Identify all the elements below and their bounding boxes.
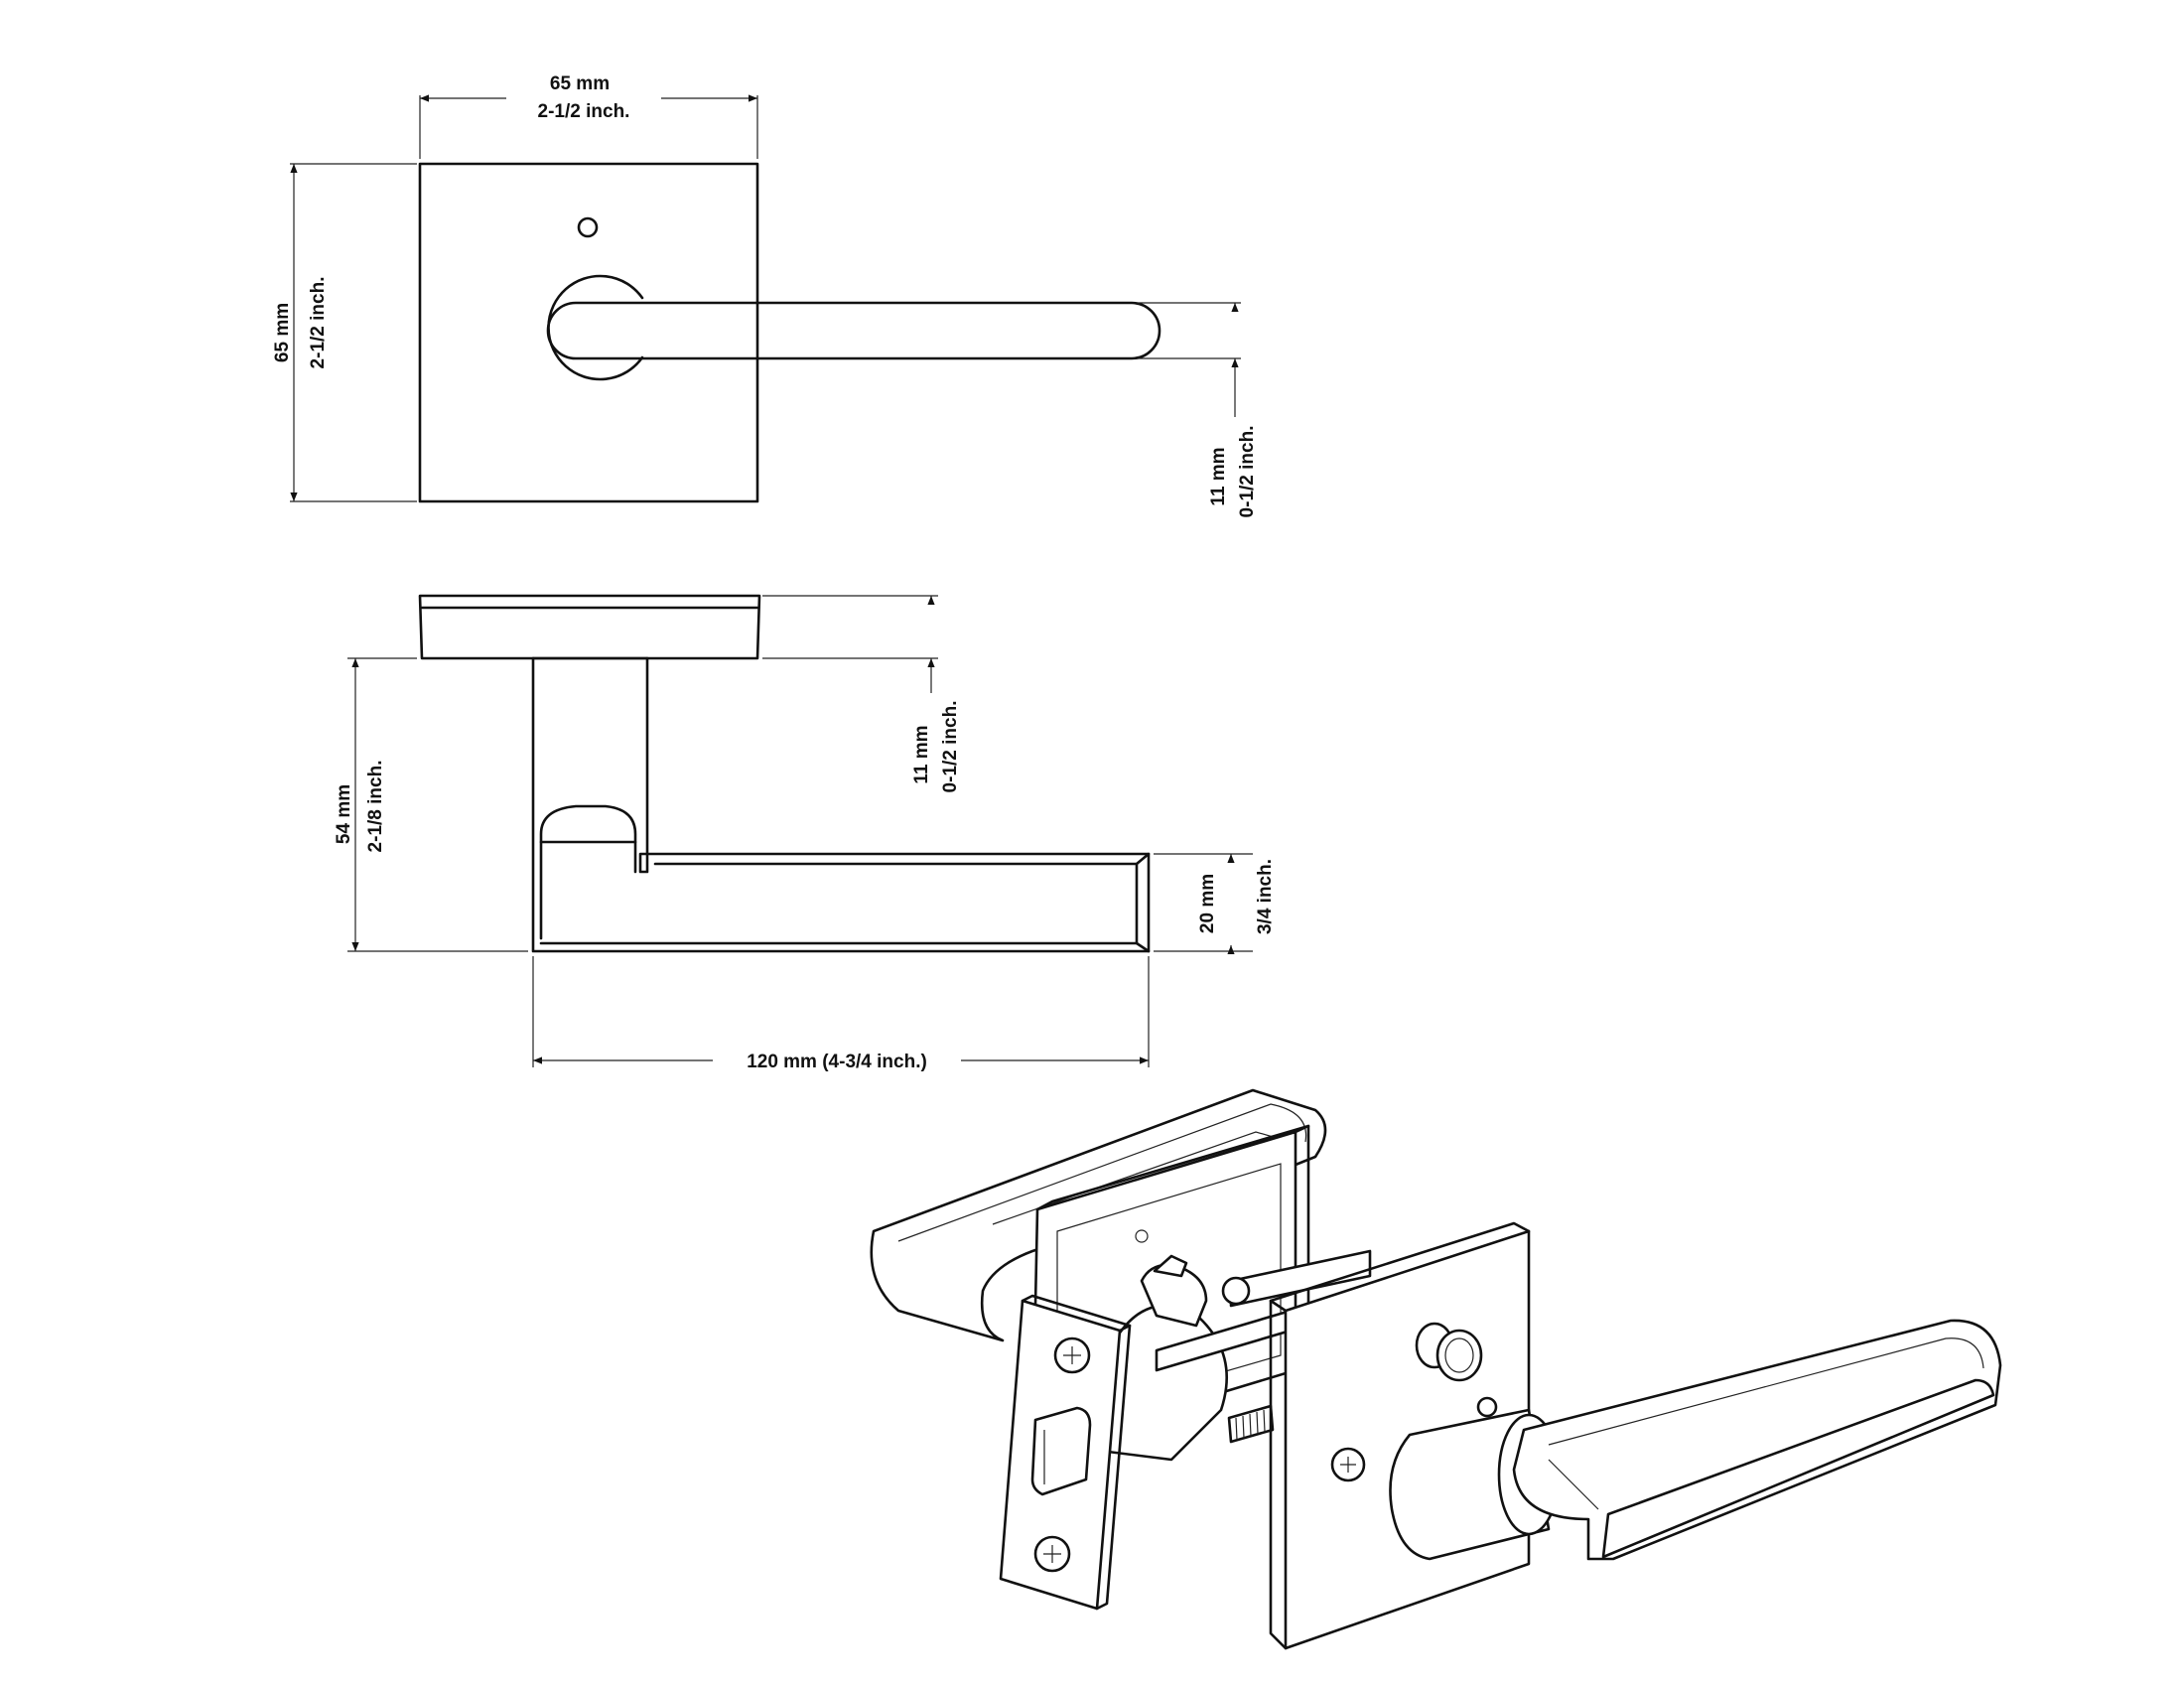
rose-thickness-dimension: 11 mm 0-1/2 inch. [762,595,961,793]
lever-neck-fillet [539,804,637,940]
lever-diameter-mm-label: 11 mm [1208,447,1229,505]
front-view [418,162,1161,503]
faceplate-screw-top [1053,1336,1091,1374]
isometric-view [870,1088,2002,1650]
lever-height-mm-label: 20 mm [1197,874,1218,933]
lever-hub-circle [547,274,644,381]
projection-dimension: 54 mm 2-1/8 inch. [334,657,528,952]
front-height-dimension: 65 mm 2-1/2 inch. [272,163,417,502]
side-view [418,594,1151,953]
front-width-in-label: 2-1/2 inch. [538,101,630,122]
projection-mm-label: 54 mm [334,784,354,844]
back-rose-screw-hole [1135,1229,1149,1243]
front-rose-screw [1330,1447,1366,1482]
lever-side-chamfer [539,862,1139,945]
front-rose-screw-hole [1476,1396,1498,1418]
lever-height-in-label: 3/4 inch. [1255,859,1276,934]
faceplate-screw-bottom [1033,1535,1071,1573]
front-height-mm-label: 65 mm [272,303,293,362]
front-lever-iso [1512,1319,2002,1561]
lever-diameter-dimension: 11 mm 0-1/2 inch. [1137,302,1258,518]
front-width-dimension: 65 mm 2-1/2 inch. [419,73,758,159]
lever-length-dimension: 120 mm (4-3/4 inch.) [532,956,1150,1072]
lever-arm-front [546,301,1161,360]
lever-side-profile [531,656,1151,953]
lever-height-dimension: 20 mm 3/4 inch. [1154,853,1276,954]
lever-diameter-in-label: 0-1/2 inch. [1237,426,1258,518]
rose-thickness-in-label: 0-1/2 inch. [940,701,961,793]
projection-in-label: 2-1/8 inch. [365,761,386,853]
rose-side-profile [418,594,761,660]
privacy-turn-hole [577,216,599,238]
lever-length-label: 120 mm (4-3/4 inch.) [747,1052,927,1072]
latch-bolt [1030,1406,1092,1496]
square-rose-front [418,162,759,503]
privacy-turn-button [1415,1322,1483,1382]
front-width-mm-label: 65 mm [550,73,610,94]
rose-thickness-mm-label: 11 mm [911,725,932,783]
front-height-in-label: 2-1/2 inch. [308,277,329,369]
